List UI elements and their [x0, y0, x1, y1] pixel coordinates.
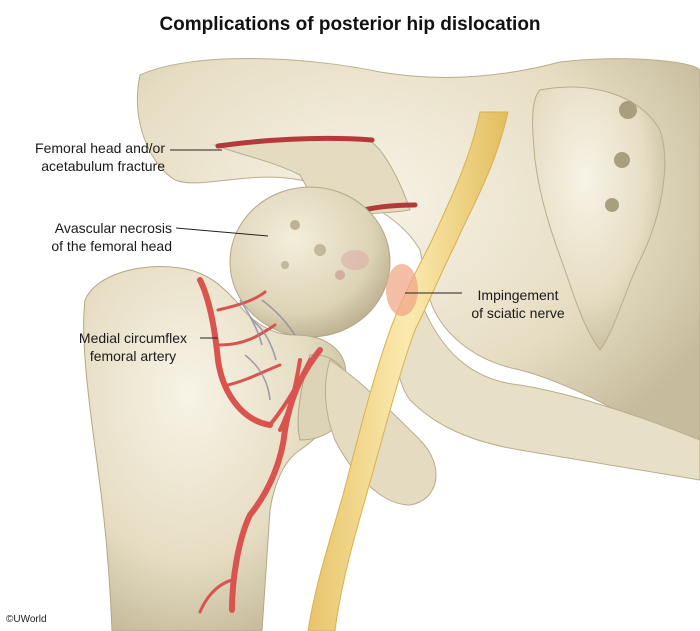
label-fracture-line1: Femoral head and/or	[35, 140, 165, 156]
diagram-title: Complications of posterior hip dislocati…	[159, 14, 541, 35]
leader-necrosis	[175, 227, 269, 237]
label-fracture: Femoral head and/or acetabulum fracture	[15, 139, 165, 175]
label-artery: Medial circumflex femoral artery	[68, 329, 198, 365]
label-nerve-line1: Impingement	[477, 287, 559, 303]
label-necrosis-line2: of the femoral head	[51, 238, 172, 254]
ischium-bone	[395, 299, 700, 481]
copyright-text: ©UWorld	[6, 614, 47, 625]
fracture-line	[215, 135, 375, 149]
label-nerve: Impingement of sciatic nerve	[458, 286, 578, 322]
label-necrosis: Avascular necrosis of the femoral head	[20, 219, 172, 255]
label-artery-line1: Medial circumflex	[78, 330, 188, 346]
nerve-impingement	[386, 264, 418, 316]
label-fracture-line2: acetabulum fracture	[41, 158, 165, 174]
neck-vessels	[239, 299, 296, 401]
artery-network	[197, 277, 323, 614]
sacrum-bone	[532, 86, 666, 351]
label-nerve-line2: of sciatic nerve	[471, 305, 565, 321]
label-necrosis-line1: Avascular necrosis	[54, 220, 172, 236]
label-artery-line2: femoral artery	[89, 348, 177, 364]
